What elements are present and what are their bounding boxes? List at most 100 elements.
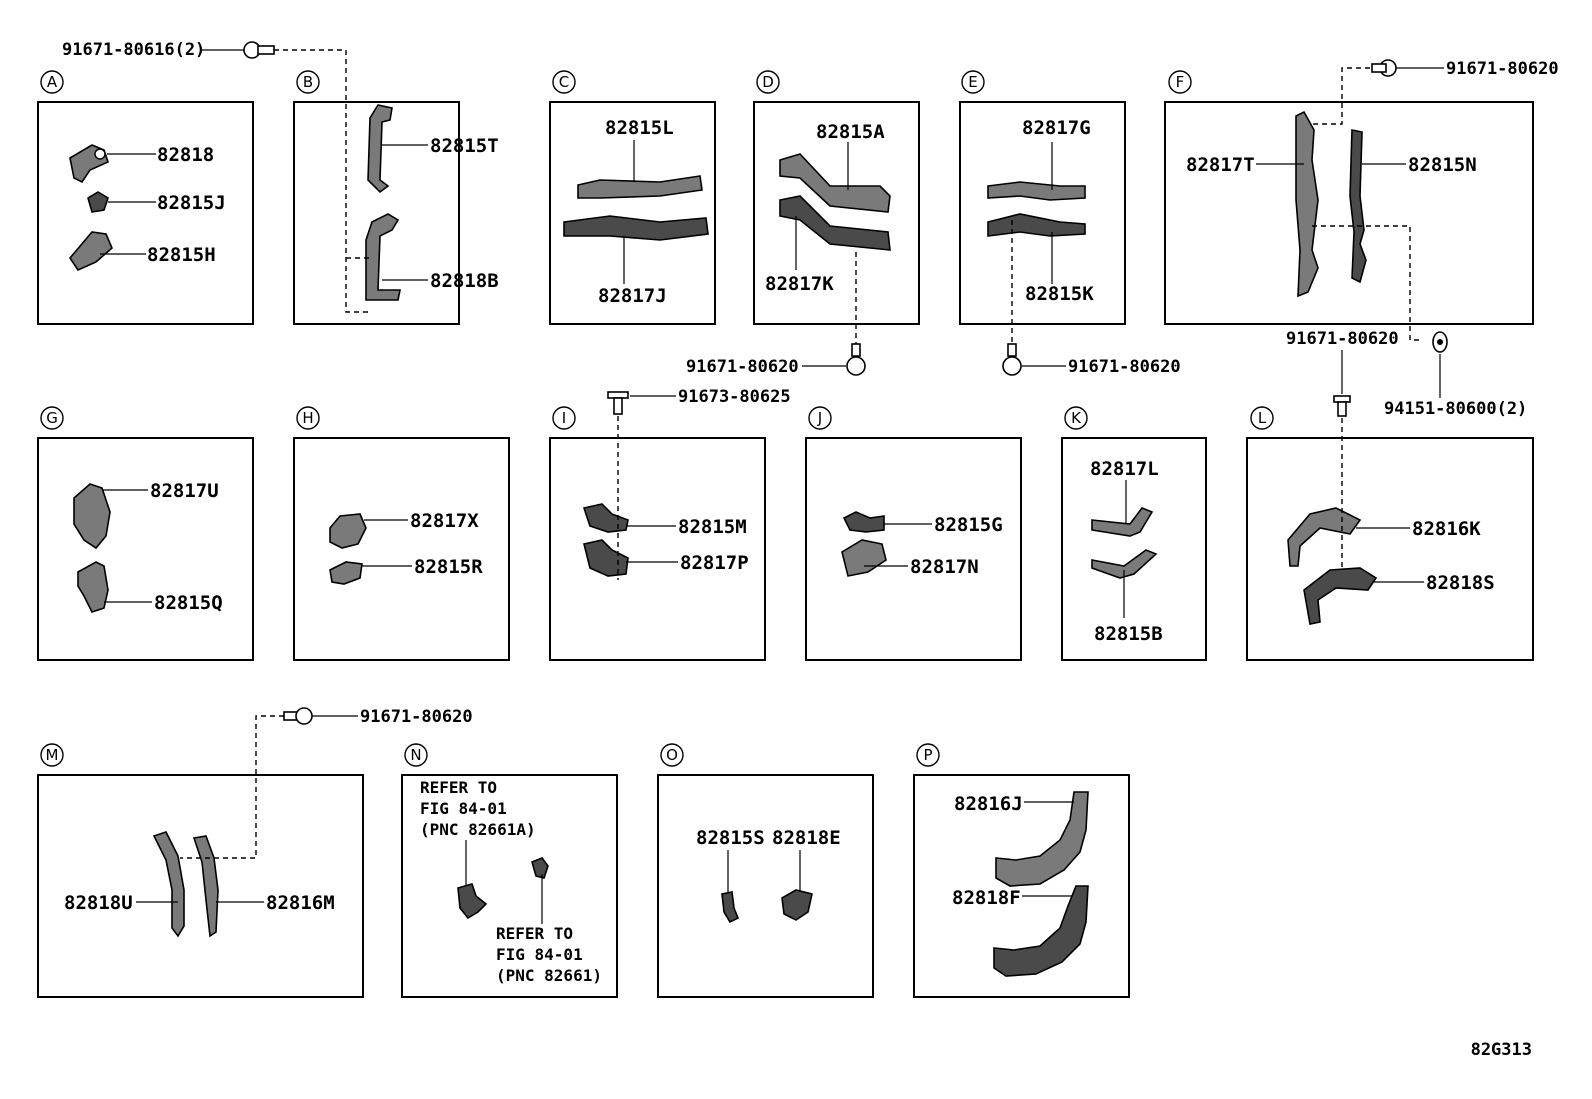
- svg-text:H: H: [302, 409, 313, 427]
- part-illustration-82815n: [1349, 129, 1367, 284]
- part-label-82818b: 82818B: [430, 270, 499, 292]
- panel-box-b: [293, 101, 460, 325]
- washer-icon: [1432, 331, 1448, 353]
- note-refer-1-line3: (PNC 82661A): [420, 820, 536, 839]
- bolt-icon: [1002, 343, 1022, 376]
- part-label-82817l: 82817L: [1090, 458, 1159, 480]
- panel-box-l: [1246, 437, 1534, 661]
- part-illustration-82815h: [69, 231, 113, 272]
- part-illustration-82815r: [329, 561, 363, 585]
- fastener-label-91673-80625: 91673-80625: [678, 387, 791, 407]
- part-label-82817x: 82817X: [410, 510, 479, 532]
- bolt-icon: [607, 391, 629, 415]
- bolt-icon: [846, 343, 866, 376]
- part-illustration-82661a: [457, 883, 488, 920]
- part-illustration-82815b: [1091, 549, 1158, 579]
- part-illustration-82817l: [1091, 507, 1154, 537]
- fastener-label-91671-80620-l: 91671-80620: [1286, 329, 1399, 349]
- part-illustration-82817t: [1295, 110, 1319, 298]
- part-label-82818s: 82818S: [1426, 572, 1495, 594]
- panel-box-i: [549, 437, 766, 661]
- svg-text:E: E: [968, 73, 977, 91]
- part-illustration-82818: [69, 144, 109, 184]
- fastener-label-91671-80620-d: 91671-80620: [686, 357, 799, 377]
- part-illustration-82815j: [87, 191, 109, 213]
- part-label-82815q: 82815Q: [154, 592, 223, 614]
- part-label-82816m: 82816M: [266, 892, 335, 914]
- part-label-82816j: 82816J: [954, 793, 1023, 815]
- note-refer-2-line2: FIG 84-01: [496, 945, 583, 964]
- part-label-82815m: 82815M: [678, 516, 747, 538]
- svg-text:P: P: [923, 746, 932, 764]
- bolt-icon: [283, 707, 313, 725]
- dashed-link-f-right: [1312, 225, 1420, 341]
- panel-box-h: [293, 437, 510, 661]
- part-label-82815r: 82815R: [414, 556, 483, 578]
- part-illustration-82815l: [577, 175, 703, 199]
- part-illustration-82818b: [365, 213, 401, 301]
- panel-letter-l: L: [1250, 406, 1274, 430]
- svg-text:I: I: [562, 409, 566, 427]
- part-label-82815g: 82815G: [934, 514, 1003, 536]
- part-illustration-82815s: [721, 891, 740, 924]
- part-illustration-82818s: [1303, 567, 1378, 625]
- panel-box-g: [37, 437, 254, 661]
- part-illustration-82817g: [987, 181, 1086, 201]
- panel-letter-b: B: [296, 70, 320, 94]
- part-illustration-82816m: [192, 835, 219, 938]
- panel-box-d: [753, 101, 920, 325]
- panel-box-k: [1061, 437, 1207, 661]
- part-label-82817j: 82817J: [598, 285, 667, 307]
- part-label-82815s: 82815S: [696, 827, 765, 849]
- note-refer-1-line1: REFER TO: [420, 778, 497, 797]
- panel-letter-m: M: [40, 743, 64, 767]
- drawing-code: 82G313: [1471, 1040, 1532, 1060]
- part-illustration-82818e: [781, 889, 813, 921]
- part-label-82815h: 82815H: [147, 244, 216, 266]
- svg-text:K: K: [1071, 409, 1082, 427]
- part-illustration-82815g: [842, 511, 885, 533]
- panel-letter-i: I: [552, 406, 576, 430]
- svg-text:B: B: [303, 73, 313, 91]
- panel-letter-c: C: [552, 70, 576, 94]
- part-label-82818e: 82818E: [772, 827, 841, 849]
- part-label-82815j: 82815J: [157, 192, 226, 214]
- part-illustration-82815q: [77, 561, 109, 613]
- panel-letter-k: K: [1064, 406, 1088, 430]
- note-refer-2-line3: (PNC 82661): [496, 966, 602, 985]
- panel-letter-a: A: [40, 70, 64, 94]
- part-illustration-82815a: [779, 153, 891, 213]
- panel-letter-g: G: [40, 406, 64, 430]
- fastener-label-91671-80616: 91671-80616(2): [62, 40, 205, 60]
- panel-letter-d: D: [756, 70, 780, 94]
- part-illustration-82818u: [152, 831, 185, 938]
- part-label-82815l: 82815L: [605, 117, 674, 139]
- part-illustration-82817x: [329, 513, 367, 549]
- panel-box-a: [37, 101, 254, 325]
- svg-text:N: N: [410, 746, 421, 764]
- panel-box-m: [37, 774, 364, 998]
- part-illustration-82816k: [1287, 507, 1362, 567]
- panel-box-f: [1164, 101, 1534, 325]
- part-label-82816k: 82816K: [1412, 518, 1481, 540]
- bolt-icon: [1371, 59, 1397, 77]
- panel-box-n: [401, 774, 618, 998]
- panel-letter-j: J: [808, 406, 832, 430]
- part-label-82818u: 82818U: [64, 892, 133, 914]
- svg-text:L: L: [1258, 409, 1267, 427]
- part-label-82815n: 82815N: [1408, 154, 1477, 176]
- panel-box-j: [805, 437, 1022, 661]
- part-illustration-82815t: [367, 104, 393, 194]
- part-label-82817p: 82817P: [680, 552, 749, 574]
- panel-box-o: [657, 774, 874, 998]
- bolt-icon: [243, 41, 275, 59]
- bolt-icon: [1333, 395, 1351, 417]
- svg-text:D: D: [762, 73, 774, 91]
- panel-letter-o: O: [660, 743, 684, 767]
- panel-box-p: [913, 774, 1130, 998]
- part-label-82815b: 82815B: [1094, 623, 1163, 645]
- fastener-label-91671-80620-e: 91671-80620: [1068, 357, 1181, 377]
- dashed-link-f: [1312, 67, 1370, 125]
- part-label-82817g: 82817G: [1022, 117, 1091, 139]
